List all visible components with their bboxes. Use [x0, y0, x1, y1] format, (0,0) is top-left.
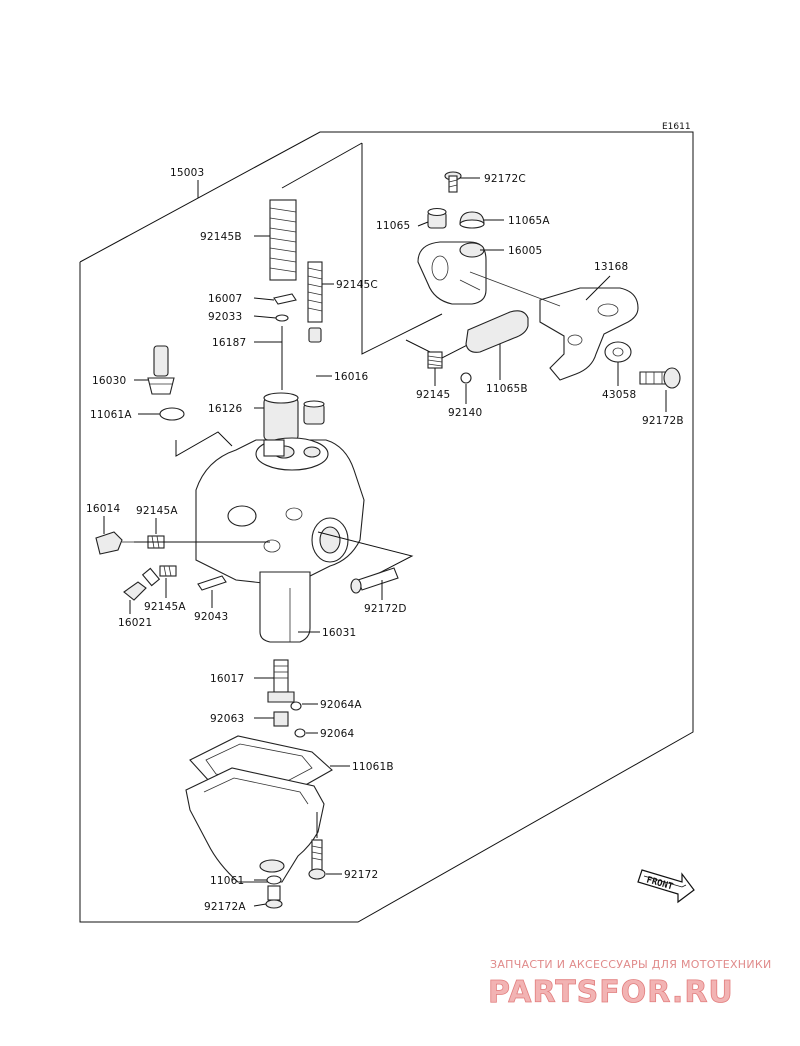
piece-16016	[303, 400, 325, 425]
float-bowl	[185, 767, 325, 883]
assembly-boundary	[79, 131, 694, 923]
label-16021: 16021	[118, 617, 152, 629]
ball-92140	[460, 372, 472, 384]
fitting-axis-line	[175, 431, 233, 457]
spring-92145	[427, 351, 443, 369]
screw-16014	[95, 531, 134, 555]
label-92033: 92033	[208, 311, 242, 323]
clip-16007	[273, 293, 297, 305]
spring-92145c	[307, 261, 323, 343]
label-16014: 16014	[86, 503, 121, 515]
front-direction-arrow: FRONT	[637, 869, 695, 904]
label-16030: 16030	[92, 375, 126, 387]
label-92172d: 92172D	[364, 603, 407, 615]
label-11065b: 11065B	[486, 383, 528, 395]
label-92145a-lower: 92145A	[144, 601, 186, 613]
label-11061: 11061	[210, 875, 244, 887]
label-92172b: 92172B	[642, 415, 684, 427]
pad-11065b	[465, 310, 529, 353]
label-92145c: 92145C	[336, 279, 378, 291]
label-92145a-upper: 92145A	[136, 505, 178, 517]
label-92145b: 92145B	[200, 231, 242, 243]
bracket-13168	[469, 271, 639, 381]
carburetor-body	[195, 437, 365, 643]
cap-11065	[427, 207, 447, 229]
screw-92172a	[265, 885, 283, 909]
label-92043: 92043	[194, 611, 228, 623]
cap-11065a	[459, 211, 485, 229]
label-92172c: 92172C	[484, 173, 526, 185]
choke-subframe-line	[361, 143, 443, 355]
spring-92145b	[269, 199, 297, 281]
screw-92172d	[350, 567, 399, 594]
screw-92172c	[444, 171, 462, 193]
spring-92145a-lower	[159, 565, 177, 577]
label-16126: 16126	[208, 403, 243, 415]
screw-16021	[123, 567, 161, 601]
assembly-label: 15003	[170, 167, 204, 179]
label-16017: 16017	[210, 673, 244, 685]
label-11065a: 11065A	[508, 215, 550, 227]
washer-43058	[604, 341, 632, 363]
leader-lines	[103, 177, 667, 907]
spring-axis-line	[281, 142, 363, 189]
label-92063: 92063	[210, 713, 244, 725]
jet-holder-16017	[267, 659, 295, 703]
fitting-16030	[147, 345, 175, 395]
diagram-code: E1611	[662, 122, 691, 132]
ring-92033	[275, 314, 289, 322]
label-16187: 16187	[212, 337, 246, 349]
label-92140: 92140	[448, 407, 482, 419]
label-16016: 16016	[334, 371, 369, 383]
throttle-valve-16126	[263, 392, 299, 441]
label-11065: 11065	[376, 220, 410, 232]
label-11061b: 11061B	[352, 761, 394, 773]
jet-92064a	[290, 701, 302, 711]
label-11061a: 11061A	[90, 409, 132, 421]
jet-92064	[294, 728, 306, 738]
jet-92063	[273, 711, 289, 727]
choke-lever-16005	[417, 241, 487, 305]
screw-92172b	[639, 367, 681, 389]
label-92172a: 92172A	[204, 901, 246, 913]
label-13168: 13168	[594, 261, 628, 273]
label-16007: 16007	[208, 293, 242, 305]
label-92145: 92145	[416, 389, 450, 401]
watermark: ЗАПЧАСТИ И АКСЕССУАРЫ ДЛЯ МОТОТЕХНИКИ PA…	[488, 958, 772, 1010]
label-92064a: 92064A	[320, 699, 362, 711]
oring-11061a	[159, 407, 185, 421]
watermark-tagline: ЗАПЧАСТИ И АКСЕССУАРЫ ДЛЯ МОТОТЕХНИКИ	[490, 958, 772, 971]
label-43058: 43058	[602, 389, 636, 401]
watermark-logo: PARTSFOR.RU	[488, 975, 734, 1010]
label-92172: 92172	[344, 869, 378, 881]
label-16005: 16005	[508, 245, 542, 257]
pin-92043	[197, 575, 227, 591]
screw-92172	[308, 839, 326, 880]
label-92064: 92064	[320, 728, 355, 740]
label-16031: 16031	[322, 627, 356, 639]
oring-11061	[266, 875, 282, 885]
